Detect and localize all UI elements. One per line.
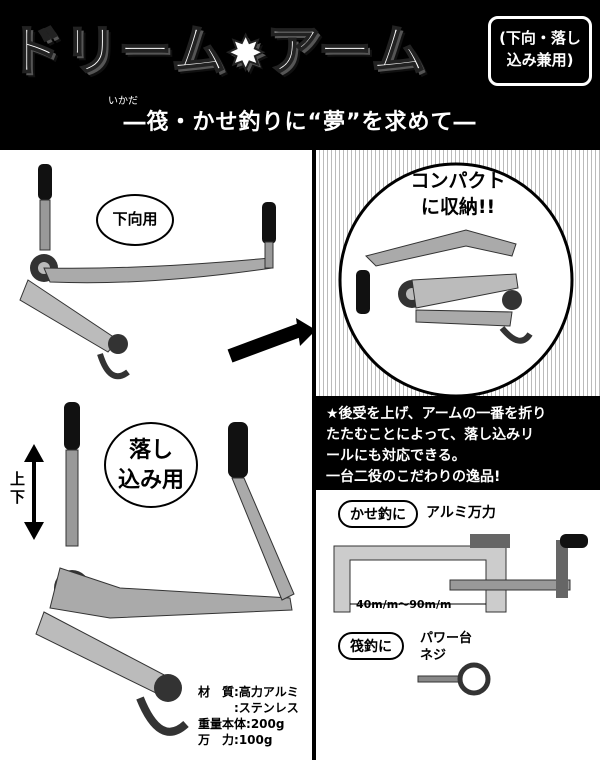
usage-subtitle-box: (下向・落し 込み兼用) — [488, 16, 592, 86]
specifications: 材 質:高力アルミ :ステンレス 重量本体:200g 万 力:100g — [198, 684, 299, 748]
spec-force-key: 万 力: — [198, 733, 239, 747]
spec-material-value1: 高力アルミ — [238, 685, 299, 699]
tagline-dream: “夢” — [307, 110, 362, 135]
power-screw-label: パワー台 ネジ — [420, 631, 473, 663]
spec-weight-value: 200g — [250, 717, 285, 731]
kase-fishing-pill: かせ釣に — [338, 500, 418, 528]
subtitle-line2: 込み兼用) — [506, 51, 574, 69]
header-banner: ドリーム✸アーム (下向・落し 込み兼用) いかだ ―筏・かせ釣りに“夢”を求め… — [0, 0, 600, 150]
description-line3: ールにも対応できる。 — [326, 448, 466, 464]
tagline-post: を求めて― — [361, 110, 477, 135]
aluminum-clamp-illustration — [333, 534, 588, 613]
mounting-options — [316, 490, 600, 760]
aluminum-clamp-label: アルミ万力 — [426, 505, 496, 521]
ruby-reading: いかだ — [108, 96, 138, 107]
description-line2: たたむことによって、落し込みリ — [326, 427, 535, 443]
downward-use-label: 下向用 — [96, 194, 174, 246]
spec-weight-key: 重量本体: — [198, 717, 251, 731]
description-line1: ★後受を上げ、アームの一番を折り — [326, 406, 547, 422]
up-down-label: 上下 — [10, 470, 26, 506]
compact-storage-label: コンパクト に収納!! — [410, 170, 506, 218]
spec-material-value2: :ステンレス — [234, 701, 299, 715]
product-title: ドリーム✸アーム — [7, 6, 427, 85]
description-box: ★後受を上げ、アームの一番を折り たたむことによって、落し込みリ ールにも対応で… — [316, 396, 600, 490]
subtitle-line1: (下向・落し — [499, 29, 581, 47]
tagline-pre: ―筏・かせ釣りに — [123, 110, 308, 135]
title-part2: アーム — [265, 18, 427, 83]
star-icon: ✸ — [225, 25, 266, 81]
title-part1: ドリーム — [7, 18, 227, 83]
arm-drop-in-illustration — [24, 402, 295, 736]
compact-storage-circle — [338, 162, 574, 396]
spec-force-value: 100g — [238, 733, 273, 747]
tagline: ―筏・かせ釣りに“夢”を求めて― — [0, 104, 600, 136]
ikada-fishing-pill: 筏釣に — [338, 632, 404, 660]
description-line4: 一台二役のこだわりの逸品! — [326, 469, 501, 485]
clamp-range-label: 40m/m〜90m/m — [356, 598, 452, 611]
screw-icon — [417, 662, 491, 696]
arm-downward-illustration — [19, 164, 312, 380]
drop-in-use-label: 落し 込み用 — [104, 422, 198, 508]
spec-material-key: 材 質: — [198, 685, 239, 699]
